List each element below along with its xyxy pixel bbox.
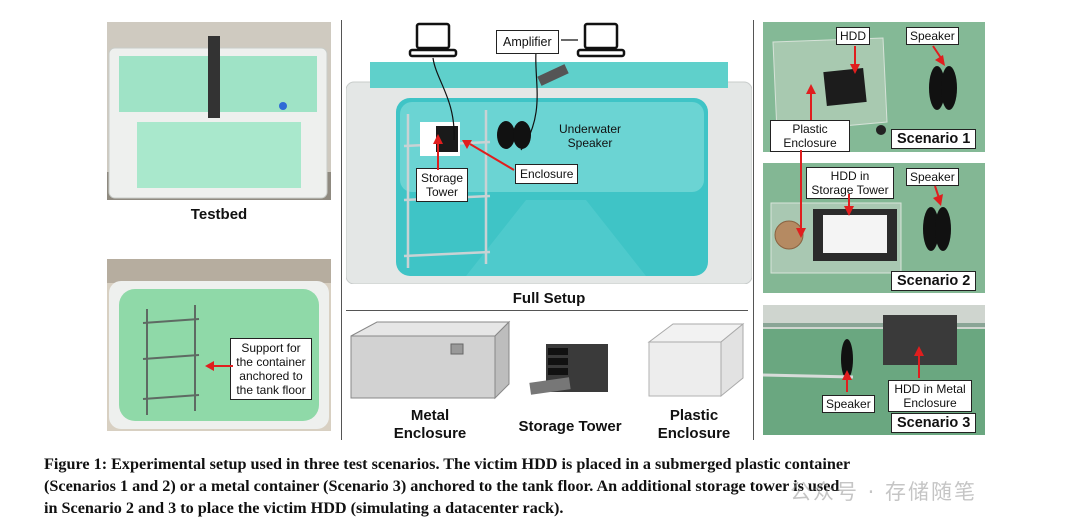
plastic-enclosure-tag: Plastic Enclosure (770, 120, 850, 152)
divider-left (341, 20, 342, 440)
setup-arrows (433, 134, 515, 171)
storage-tower-label: Storage Tower (518, 418, 622, 435)
support-tag: Support for the container anchored to th… (230, 338, 312, 400)
testbed-label: Testbed (190, 206, 248, 223)
cable-lines (432, 39, 578, 151)
metal-enclosure-label: Metal Enclosure (380, 407, 480, 443)
s3-hdd-text: HDD in Metal Enclosure (894, 382, 966, 410)
s2-speaker-tag: Speaker (906, 168, 959, 186)
watermark: 公众号 · 存储随笔 (790, 480, 978, 504)
s1-hdd-tag: HDD (836, 27, 870, 45)
support-arrow (205, 361, 233, 371)
metal-enclosure-photo (347, 318, 513, 400)
scenario2-label: Scenario 2 (891, 271, 977, 291)
plastic-enclosure-text: Plastic Enclosure (657, 407, 731, 442)
caption-line-3: in Scenario 2 and 3 to place the victim … (44, 499, 564, 517)
testbed-photo (107, 22, 331, 200)
divider-middle (346, 310, 748, 311)
caption-line-1: Figure 1: Experimental setup used in thr… (44, 455, 851, 473)
scenario3-illustration (763, 305, 985, 435)
s1-speaker-tag: Speaker (906, 27, 959, 45)
underwater-speaker-tag: Underwater Speaker (556, 121, 624, 151)
plastic-enclosure-label: Plastic Enclosure (644, 407, 744, 443)
s3-speaker-tag: Speaker (822, 395, 875, 413)
scenario-arrows (796, 45, 945, 392)
figure-caption: Figure 1: Experimental setup used in thr… (44, 453, 1054, 519)
s2-hdd-text: HDD in Storage Tower (811, 169, 889, 197)
s2-hdd-tag: HDD in Storage Tower (806, 167, 894, 199)
laptop-icon (408, 22, 458, 58)
testbed-illustration (107, 22, 331, 200)
metal-enclosure-illustration (350, 320, 511, 400)
plastic-enclosure-tag-text: Plastic Enclosure (783, 122, 837, 150)
laptop-icon (576, 22, 626, 58)
metal-enclosure-text: Metal Enclosure (393, 407, 467, 442)
scenario1-label: Scenario 1 (891, 129, 977, 149)
support-text: Support for the container anchored to th… (236, 341, 306, 397)
enclosure-tag: Enclosure (515, 164, 579, 184)
scenario3-label: Scenario 3 (891, 413, 977, 433)
storage-tower-illustration (529, 344, 608, 395)
storage-tower-tag: Storage Tower (416, 168, 468, 202)
divider-right (753, 20, 754, 440)
caption-line-2: (Scenarios 1 and 2) or a metal container… (44, 477, 840, 495)
plastic-enclosure-illustration (647, 322, 745, 398)
full-setup-label: Full Setup (512, 290, 586, 307)
storage-tower-text: Storage Tower (420, 171, 464, 199)
storage-tower-photo (528, 340, 612, 402)
scenario3-photo (763, 305, 985, 435)
plastic-enclosure-photo (643, 320, 747, 400)
s3-hdd-tag: HDD in Metal Enclosure (888, 380, 972, 412)
amplifier-tag: Amplifier (496, 30, 559, 54)
underwater-speaker-text: Underwater Speaker (559, 122, 622, 150)
